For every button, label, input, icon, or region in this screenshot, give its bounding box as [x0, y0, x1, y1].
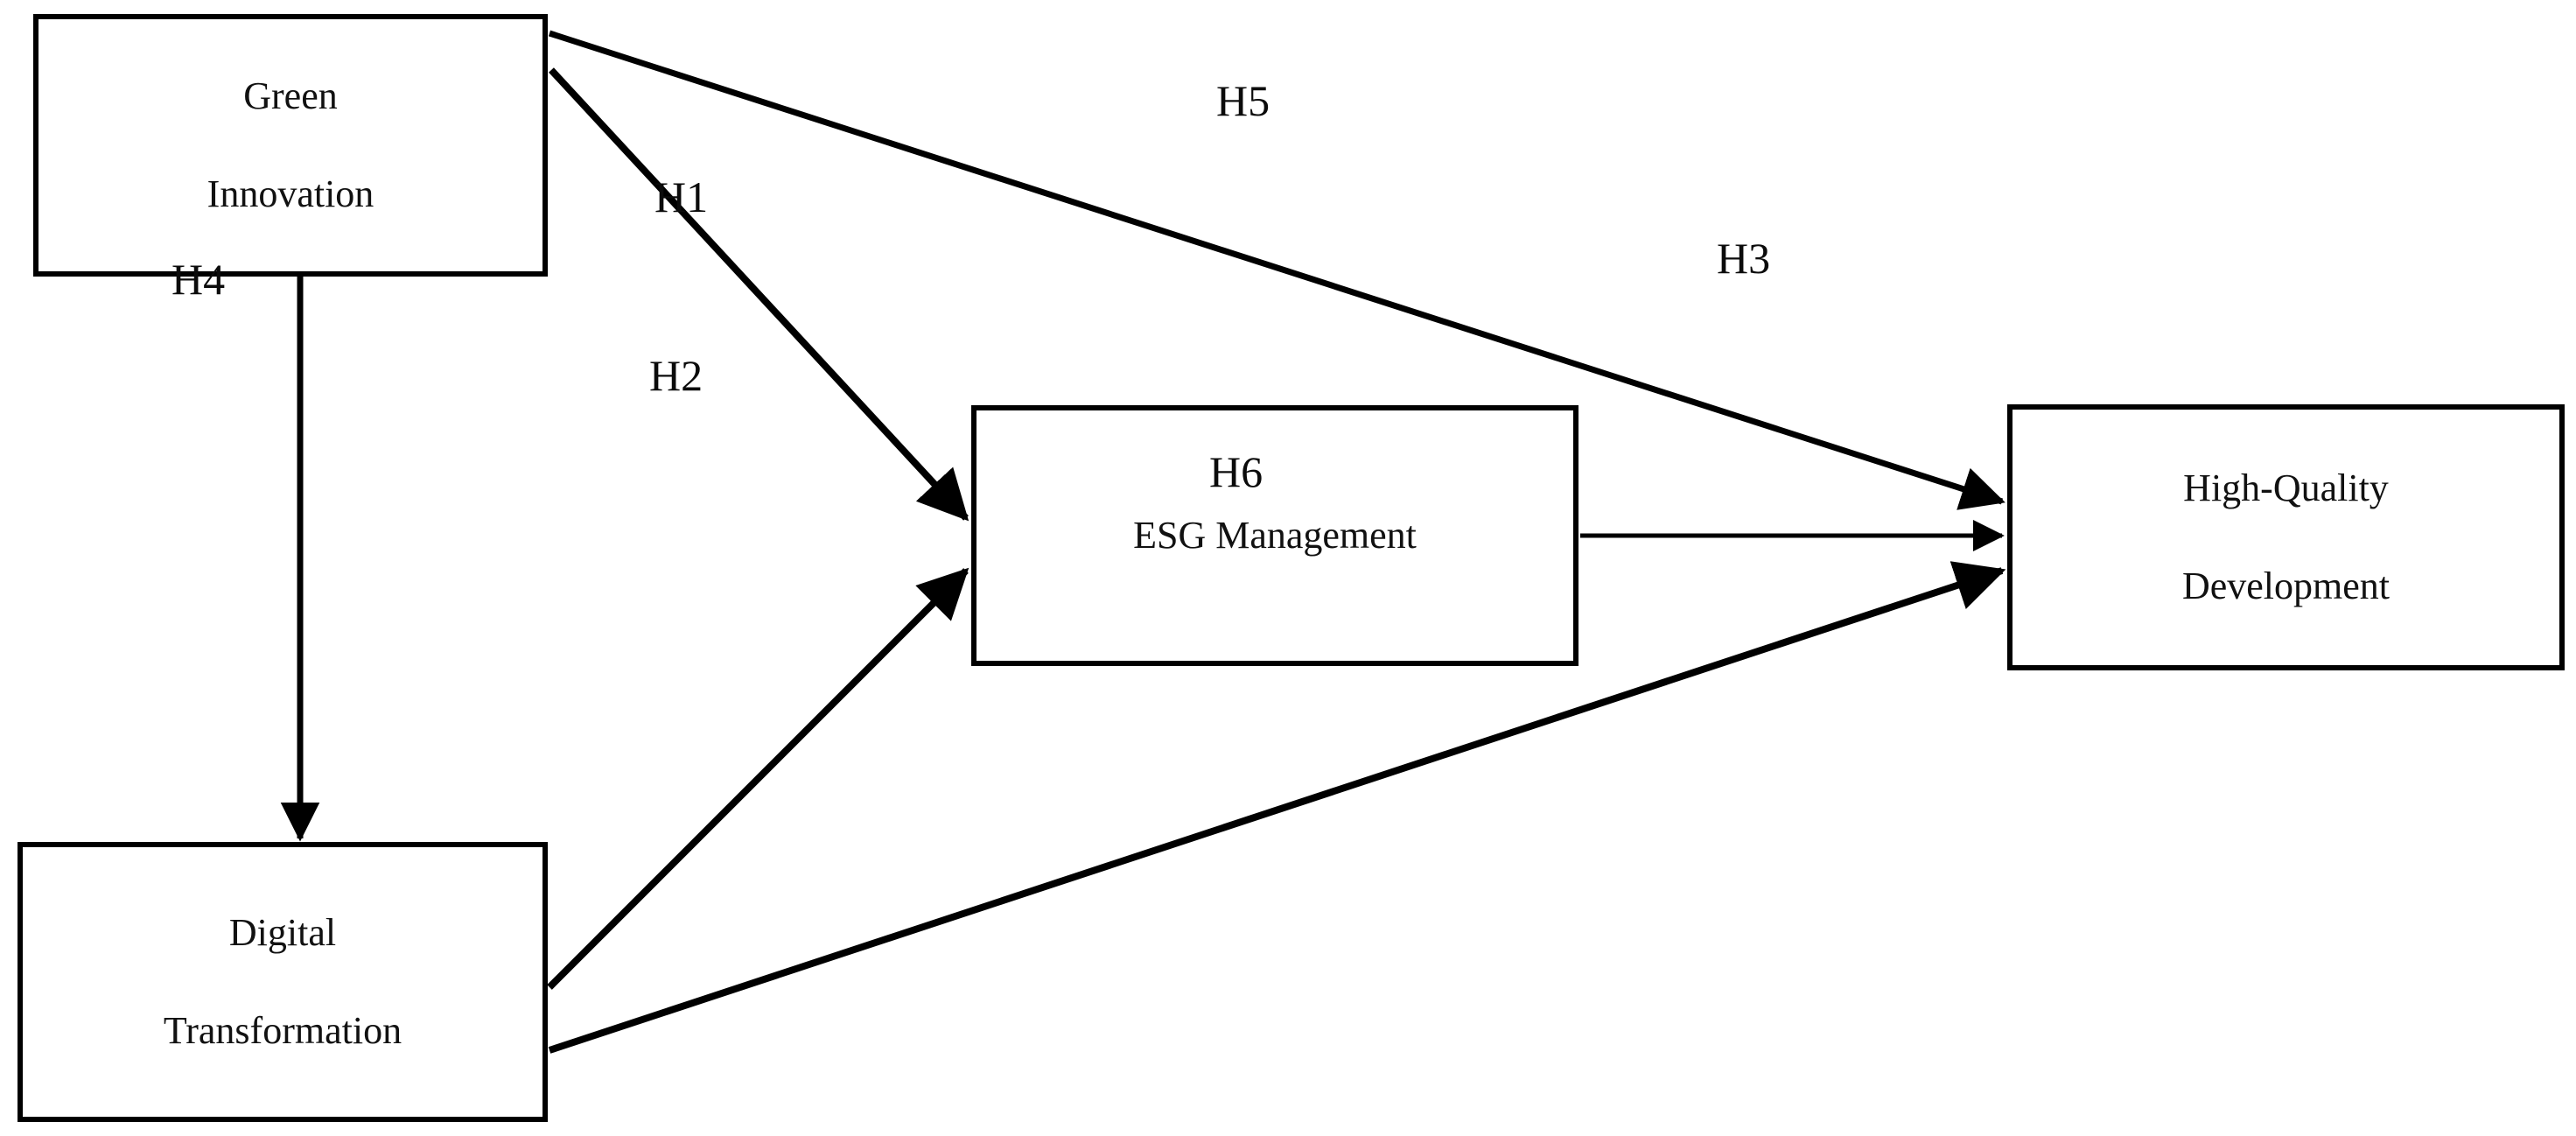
node-esg-management[interactable]: ESG Management: [971, 405, 1578, 666]
node-green-innovation-label-line-1: Green: [243, 74, 338, 117]
edge-label-h1: H1: [654, 172, 709, 221]
edge-h5: [548, 30, 2006, 510]
edge-h6: [548, 561, 2006, 1054]
node-high-quality-development-label-line-2: Development: [2181, 564, 2390, 607]
node-digital-transformation-label-line-2: Transformation: [163, 1009, 402, 1052]
node-esg-management-label: ESG Management: [1133, 513, 1417, 557]
node-green-innovation-label-line-2: Innovation: [206, 172, 374, 215]
node-digital-transformation[interactable]: Digital Transformation: [18, 842, 548, 1122]
edge-label-h6: H6: [1209, 447, 1264, 496]
edge-h2: [547, 567, 970, 990]
node-high-quality-development-label-line-1: High-Quality: [2183, 466, 2389, 509]
edge-label-h3: H3: [1717, 234, 1771, 283]
node-green-innovation[interactable]: Green Innovation: [33, 14, 548, 277]
edge-h1: [549, 67, 970, 522]
node-digital-transformation-label-line-1: Digital: [228, 910, 337, 954]
edge-label-h5: H5: [1216, 76, 1270, 125]
edge-label-h4: H4: [172, 255, 226, 304]
edge-label-h2: H2: [649, 351, 704, 400]
node-high-quality-development[interactable]: High-Quality Development: [2007, 404, 2565, 670]
